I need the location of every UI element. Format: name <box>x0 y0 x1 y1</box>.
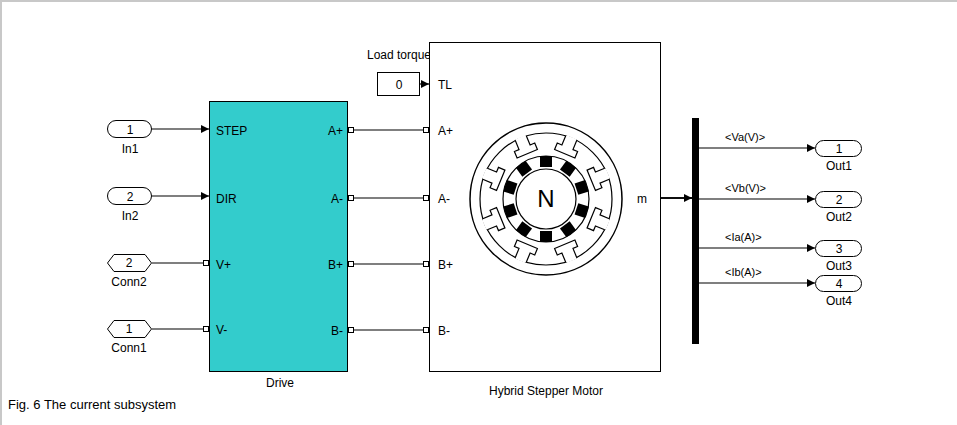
outport: 4Out4 <box>815 275 862 292</box>
arrow-head <box>421 80 429 88</box>
block-name: Drive <box>266 376 294 390</box>
signal-name: <Va(V)> <box>724 131 766 144</box>
physical-port <box>204 261 209 266</box>
port-label: 2 <box>836 193 843 207</box>
port-label: B- <box>331 324 343 338</box>
signal-line <box>661 144 815 198</box>
arrow-head <box>201 125 209 133</box>
drive-block: STEPDIRV+V-A+A-B+B-Drive <box>209 101 348 372</box>
arrow-head <box>807 195 815 203</box>
arrow-head <box>807 244 815 252</box>
physical-port <box>424 128 429 133</box>
physical-port <box>349 262 354 267</box>
frame-line <box>0 0 957 2</box>
signal-line <box>349 128 429 133</box>
port-label: 2 <box>127 190 134 204</box>
physical-port <box>204 327 209 332</box>
signal-line <box>349 262 429 267</box>
port-label: A+ <box>328 124 343 138</box>
signal-line <box>349 196 429 201</box>
port-label: Out1 <box>826 159 852 173</box>
connection-port: 1Conn1 <box>107 320 152 338</box>
physical-port <box>349 196 354 201</box>
signal-line <box>152 327 209 332</box>
signal-line <box>661 195 815 203</box>
port-label: STEP <box>216 124 247 138</box>
outport: 1Out1 <box>815 140 862 157</box>
port-label: A- <box>438 192 450 206</box>
port-label: Out2 <box>826 210 852 224</box>
connection-port: 2Conn2 <box>107 254 152 272</box>
physical-port <box>349 128 354 133</box>
physical-port <box>424 328 429 333</box>
port-label: Conn2 <box>111 275 146 289</box>
port-label: B+ <box>438 258 453 272</box>
port-label: m <box>637 192 647 206</box>
port-label: DIR <box>216 192 237 206</box>
signal-line <box>152 125 209 133</box>
port-label: Load torque <box>367 48 431 62</box>
arrow-head <box>201 192 209 200</box>
stepper-motor-block: TLA+A-B+B-NmHybrid Stepper Motor <box>429 42 661 372</box>
port-label: Conn1 <box>111 341 146 355</box>
magnet-pole-label: N <box>537 186 554 212</box>
frame-line <box>0 0 2 425</box>
port-label: B- <box>438 324 450 338</box>
signal-line <box>420 80 429 88</box>
port-label: B+ <box>328 258 343 272</box>
port-label: A+ <box>438 124 453 138</box>
port-label: 3 <box>836 242 843 256</box>
signal-line <box>661 198 815 252</box>
port-label: V+ <box>216 258 231 272</box>
signal-line <box>349 328 429 333</box>
port-label: V- <box>216 323 227 337</box>
figure-caption: Fig. 6 The current subsystem <box>8 397 176 412</box>
port-label: Out3 <box>826 259 852 273</box>
signal-line <box>152 192 209 200</box>
port-label: In1 <box>122 142 139 156</box>
signal-name: <Ia(A)> <box>724 231 763 244</box>
port-label: 2 <box>126 256 133 270</box>
signal-line <box>661 198 815 287</box>
physical-port <box>424 262 429 267</box>
signal-line <box>152 261 209 266</box>
outport: 2Out2 <box>815 191 862 208</box>
signal-name: <Vb(V)> <box>724 182 767 195</box>
constant-block: Load torque0 <box>377 72 420 96</box>
arrow-head <box>807 279 815 287</box>
port-label: TL <box>438 78 452 92</box>
port-label: 1 <box>126 322 133 336</box>
port-label: A- <box>331 192 343 206</box>
inport: 1In1 <box>107 120 152 138</box>
port-label: 1 <box>836 142 843 156</box>
port-label: 1 <box>127 123 134 137</box>
inport: 2In2 <box>107 187 152 205</box>
port-label: 4 <box>836 277 843 291</box>
block-name: Hybrid Stepper Motor <box>489 384 603 398</box>
port-label: Out4 <box>826 294 852 308</box>
arrow-head <box>807 144 815 152</box>
signal-name: <Ib(A)> <box>724 266 763 279</box>
port-label: 0 <box>396 78 403 92</box>
physical-port <box>349 328 354 333</box>
physical-port <box>424 196 429 201</box>
port-label: In2 <box>122 209 139 223</box>
outport: 3Out3 <box>815 240 862 257</box>
